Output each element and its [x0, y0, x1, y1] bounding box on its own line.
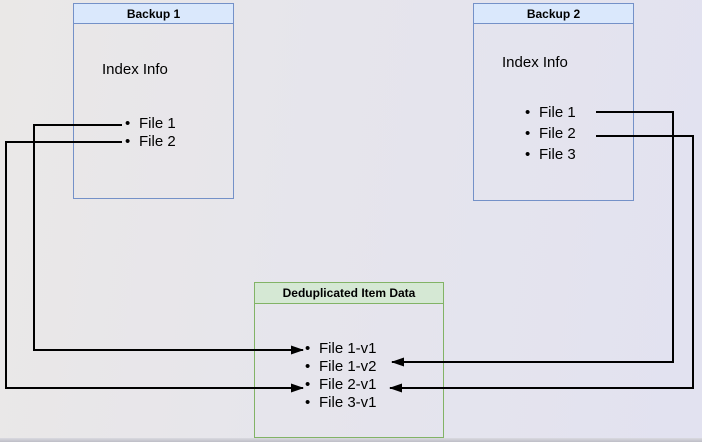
list-item: File 2-v1 [305, 376, 377, 394]
list-item: File 2 [125, 133, 176, 151]
backup-1-header: Backup 1 [74, 4, 233, 24]
list-item: File 2 [525, 123, 576, 144]
list-item: File 1-v1 [305, 340, 377, 358]
backup-2-header: Backup 2 [474, 4, 633, 24]
list-item: File 1 [125, 115, 176, 133]
deduplicated-file-list: File 1-v1 File 1-v2 File 2-v1 File 3-v1 [305, 340, 377, 412]
deduplicated-item-data-title: Deduplicated Item Data [282, 286, 416, 300]
canvas-bottom-edge [0, 438, 702, 442]
backup-2-title: Backup 2 [526, 6, 581, 21]
deduplicated-item-data-node: Deduplicated Item Data File 1-v1 File 1-… [254, 282, 444, 438]
backup-2-file-list: File 1 File 2 File 3 [525, 102, 576, 165]
backup-2-index-info-label: Index Info [502, 54, 568, 71]
list-item: File 1-v2 [305, 358, 377, 376]
list-item: File 3-v1 [305, 394, 377, 412]
backup-1-index-info-label: Index Info [102, 61, 168, 78]
list-item: File 1 [525, 102, 576, 123]
list-item: File 3 [525, 144, 576, 165]
deduplicated-item-data-header: Deduplicated Item Data [255, 283, 443, 304]
backup-1-file-list: File 1 File 2 [125, 115, 176, 151]
backup-2-node: Backup 2 Index Info File 1 File 2 File 3 [473, 3, 634, 201]
backup-1-node: Backup 1 Index Info File 1 File 2 [73, 3, 234, 199]
backup-1-title: Backup 1 [126, 6, 181, 21]
